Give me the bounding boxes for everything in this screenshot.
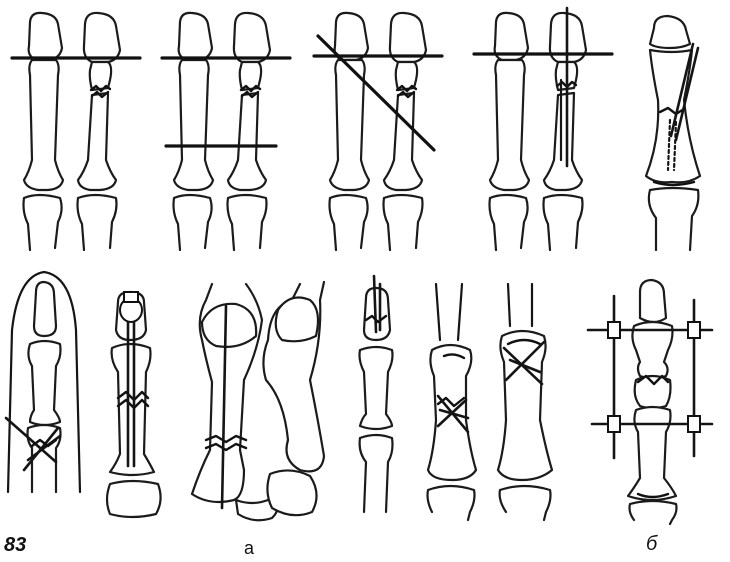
- panel-crossed-wires-finger: [6, 272, 80, 492]
- middle-phalanx-proximal-fragment: [544, 93, 582, 190]
- figure-number: 83: [4, 534, 26, 557]
- middle-phalanx-distal-fragment: [396, 62, 417, 90]
- distal-phalanx: [640, 280, 666, 322]
- proximal-phalanx: [649, 188, 699, 250]
- middle-phalanx-distal-fragment: [240, 62, 261, 90]
- middle-phalanx: [174, 60, 213, 190]
- distal-phalanx: [179, 13, 212, 60]
- metacarpal-head: [428, 486, 475, 520]
- middle-phalanx: [24, 60, 63, 190]
- panel-label-b: б: [646, 533, 657, 556]
- middle-phalanx: [28, 341, 60, 425]
- middle-phalanx: [360, 347, 393, 429]
- proximal-phalanx: [384, 195, 423, 250]
- proximal-phalanx: [174, 195, 212, 250]
- proximal-phalanx: [490, 195, 528, 250]
- proximal-phalanx: [24, 195, 62, 250]
- fixator-clamp: [688, 322, 700, 338]
- proximal-phalanx: [498, 331, 552, 480]
- panel-distal-phalanx-wires: [360, 276, 393, 512]
- distal-phalanx: [34, 282, 56, 336]
- metacarpal-head: [107, 481, 161, 517]
- adjacent-metacarpal-head: [276, 298, 318, 342]
- middle-phalanx-proximal-fragment: [228, 93, 266, 190]
- panel-label-a: а: [244, 538, 254, 559]
- metacarpal-head: [500, 486, 551, 520]
- middle-phalanx: [490, 60, 529, 190]
- fixator-clamp: [608, 322, 620, 338]
- middle-phalanx-distal-fragment: [90, 62, 111, 90]
- panel-longitudinal-pin: [107, 292, 161, 517]
- panel-oblique-pins: [646, 16, 700, 250]
- panel-transverse-wire: [12, 13, 140, 250]
- fixator-clamp: [608, 416, 620, 432]
- metacarpal-head: [630, 501, 677, 524]
- panel-crossed-wires-base: [498, 284, 552, 520]
- phalanx-head: [650, 16, 690, 48]
- proximal-phalanx: [330, 195, 368, 250]
- distal-phalanx: [29, 13, 62, 60]
- proximal-phalanx: [78, 195, 117, 250]
- carpal-bone-2: [267, 470, 316, 515]
- panel-metacarpal-wire: [192, 282, 324, 520]
- proximal-phalanx: [544, 195, 583, 250]
- distal-phalanx: [234, 13, 270, 62]
- middle-phalanx-proximal-fragment: [78, 93, 116, 190]
- metacarpal-head: [202, 304, 256, 347]
- panel-crossed-wires-phalanx: [428, 284, 477, 520]
- distal-phalanx: [84, 13, 120, 62]
- distal-shaft-lines: [508, 284, 532, 326]
- panel-external-fixator: [588, 280, 712, 524]
- middle-phalanx: [110, 344, 154, 475]
- panel-oblique-wire: [314, 13, 442, 250]
- proximal-phalanx: [628, 407, 676, 500]
- panel-two-transverse-wires: [162, 13, 290, 250]
- pin-cap: [124, 292, 138, 302]
- distal-phalanx: [335, 13, 368, 60]
- distal-shaft-lines: [436, 284, 462, 340]
- proximal-phalanx: [360, 435, 393, 512]
- fixator-clamp: [688, 416, 700, 432]
- panel-intramedullary-wire: [474, 8, 612, 250]
- proximal-phalanx: [228, 195, 267, 250]
